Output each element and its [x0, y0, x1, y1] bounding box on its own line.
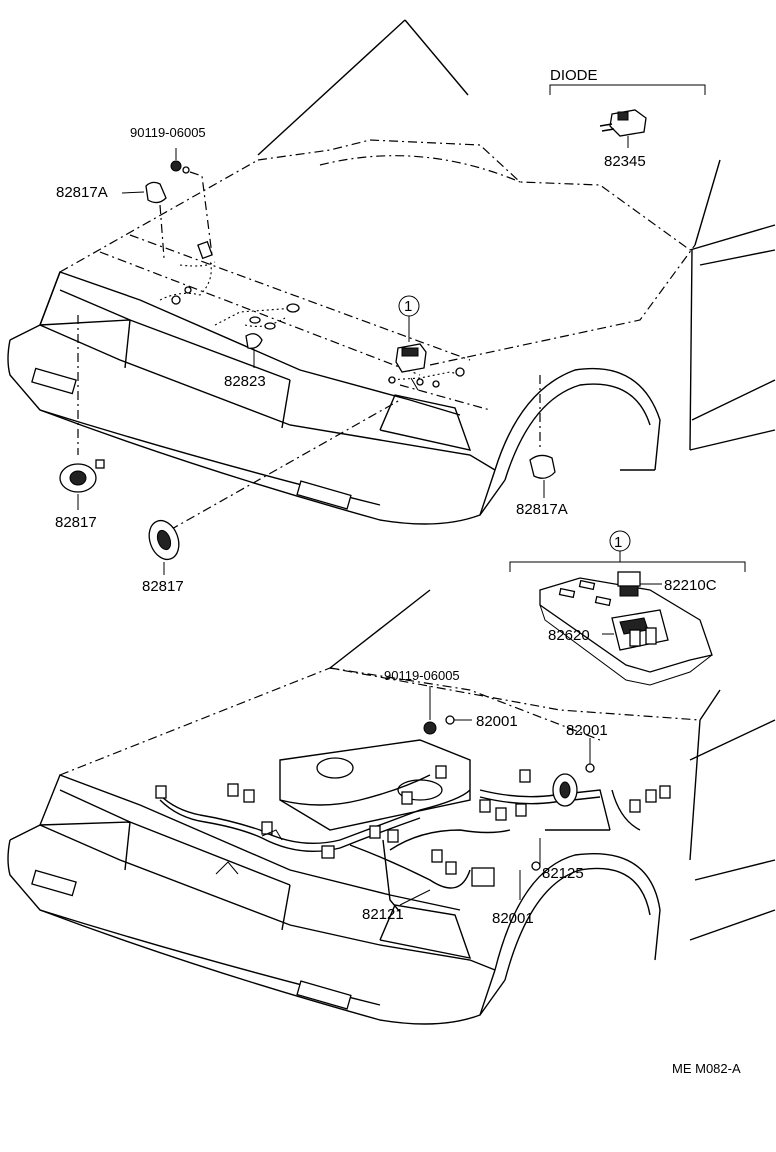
horn-82817-center — [148, 399, 401, 575]
screw-90119-bottom — [423, 686, 472, 735]
label-relay-callout-top: 1 — [404, 298, 412, 315]
label-clip-82001-a: 82001 — [476, 713, 518, 730]
label-screw-90119-bottom: 90119-06005 — [384, 668, 460, 683]
diode-header-bracket — [549, 84, 706, 95]
bracket-82817a-right — [529, 375, 556, 498]
clamp-82823 — [245, 333, 263, 368]
diode-82345 — [599, 109, 647, 148]
label-diode-82345: 82345 — [604, 153, 646, 170]
label-diode-header: DIODE — [550, 67, 598, 84]
leader-82121 — [399, 889, 431, 906]
label-harness-82125: 82125 — [542, 865, 584, 882]
top-car-outline — [7, 19, 776, 525]
label-detail-callout: 1 — [614, 534, 622, 551]
label-horn-82817-left: 82817 — [55, 514, 97, 531]
label-clip-82001-c: 82001 — [492, 910, 534, 927]
bracket-82817a-top — [121, 181, 167, 259]
label-junction-82620: 82620 — [548, 627, 590, 644]
label-bracket-82817a-right: 82817A — [516, 501, 568, 518]
relay-callout-top — [387, 295, 491, 411]
label-clip-82001-b: 82001 — [566, 722, 608, 739]
harness-82125 — [479, 773, 671, 866]
bottom-car-outline — [7, 589, 776, 1025]
horn-82817-left — [59, 315, 105, 510]
clip-82001-lower — [519, 861, 541, 900]
label-clamp-82823: 82823 — [224, 373, 266, 390]
engine-harness-82121 — [155, 765, 531, 913]
diagram-code: ME M082-A — [672, 1061, 741, 1076]
harness-top-left — [159, 240, 300, 330]
screw-90119-top — [170, 148, 213, 256]
label-relay-82210c: 82210C — [664, 577, 717, 594]
label-harness-82121: 82121 — [362, 906, 404, 923]
clip-82001-right — [585, 738, 595, 773]
label-screw-90119-top: 90119-06005 — [130, 125, 206, 140]
detail-box — [509, 530, 746, 686]
label-horn-82817-center: 82817 — [142, 578, 184, 595]
label-bracket-82817a-top: 82817A — [56, 184, 108, 201]
